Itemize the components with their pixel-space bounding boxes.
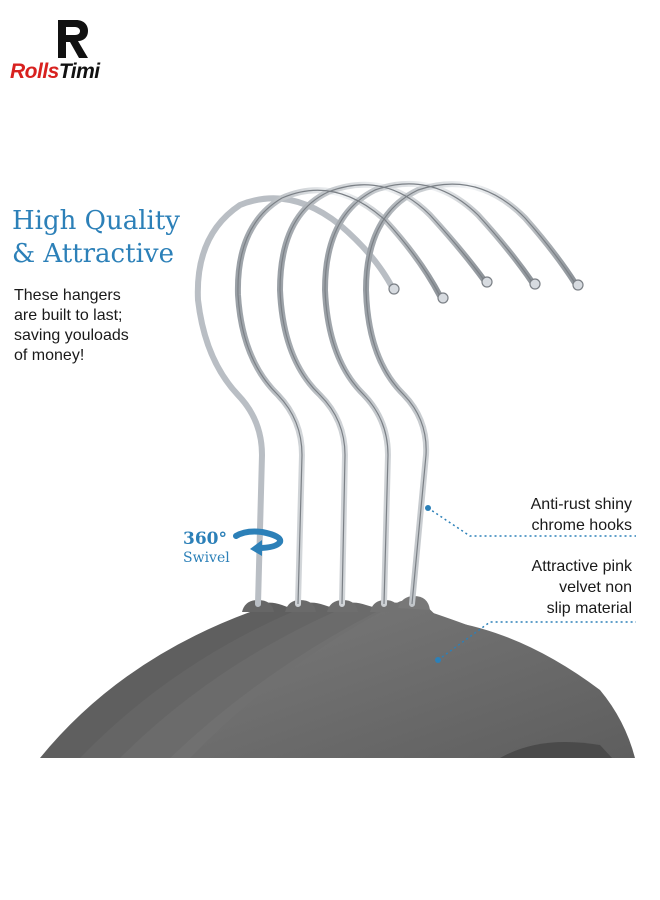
description-line-1: These hangers [14,287,121,304]
brand-name-part2: Timi [58,60,100,83]
description-line-4: of money! [14,347,85,364]
r-monogram-icon [58,20,88,58]
brand-logo: RollsTimi [10,18,150,88]
description: These hangers are built to last; saving … [14,286,189,366]
headline-line-2: & Attractive [12,239,174,269]
hook-outlines [237,183,576,605]
material-callout-line-2: velvet non [559,579,632,596]
description-line-2: are built to last; [14,307,123,324]
hook-tips [388,276,584,304]
brand-name: RollsTimi [10,60,100,84]
callout-leader-lines [427,507,636,661]
material-callout-dot [435,657,441,663]
swivel-degrees: 360° [183,529,227,549]
material-callout-line-1: Attractive pink [531,558,632,575]
rotate-arrow-icon [233,528,284,556]
hooks-callout-line-2: chrome hooks [531,517,633,534]
brand-name-part1: Rolls [10,60,59,83]
hooks-callout-line-1: Anti-rust shiny [530,496,632,513]
velvet-hanger-bodies [40,596,635,758]
description-line-3: saving youloads [14,327,129,344]
hook-callout-dot [425,505,431,511]
headline: High Quality & Attractive [12,205,212,271]
chrome-hooks [194,180,578,607]
swivel-label: Swivel [183,550,230,566]
material-callout-line-3: slip material [546,600,632,617]
headline-line-1: High Quality [12,206,180,236]
material-callout: Attractive pink velvet non slip material [432,556,632,619]
hooks-callout: Anti-rust shiny chrome hooks [432,494,632,536]
